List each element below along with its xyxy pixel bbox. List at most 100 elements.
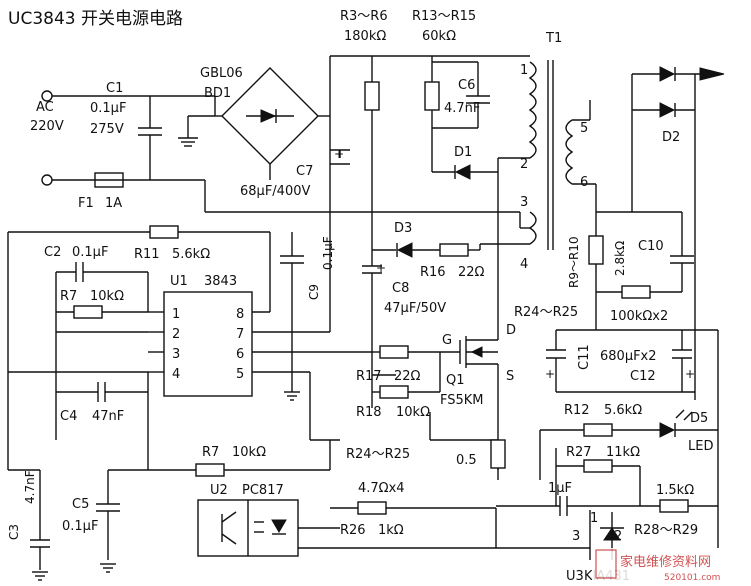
c3-value: 4.7nF	[23, 470, 37, 504]
r7-value: 10kΩ	[90, 289, 124, 304]
c6-value: 4.7nF	[444, 101, 480, 116]
u3-pin2: 2	[614, 529, 622, 544]
r12-label: R12	[564, 403, 590, 418]
t1-pin1: 1	[520, 63, 528, 78]
snubber-network: R13～R15 60kΩ C6 4.7nF D1	[412, 9, 498, 180]
r11-value: 5.6kΩ	[172, 247, 210, 262]
r17-value: 22Ω	[394, 369, 421, 384]
c3-label: C3	[7, 524, 21, 540]
c1-value: 0.1μF	[90, 101, 126, 116]
r27-label: R27	[566, 445, 592, 460]
r26-value: 1kΩ	[378, 523, 404, 538]
ic-peripheral-left: C2 0.1μF R11 5.6kΩ R7 10kΩ C4 47nF	[7, 225, 271, 470]
r7b-value: 10kΩ	[232, 445, 266, 460]
output-diodes-d2: D2	[595, 66, 725, 400]
r28-r29-label: R28～R29	[634, 523, 698, 538]
ac-label: AC	[36, 100, 54, 115]
f1-value: 1A	[105, 196, 122, 211]
r12-value: 5.6kΩ	[604, 403, 642, 418]
u1-pin4: 4	[172, 367, 180, 382]
f1-label: F1	[78, 196, 94, 211]
optocoupler-section: R7 10kΩ C5 0.1μF U2 PC817 R26 1kΩ	[62, 440, 590, 560]
r17-label: R17	[356, 369, 382, 384]
t1-label: T1	[545, 31, 562, 46]
r9-r10-label: R9～R10	[567, 236, 581, 288]
r-1-5k-label: 1.5kΩ	[656, 483, 694, 498]
c4-value: 47nF	[92, 409, 124, 424]
c7-label: C7	[296, 164, 313, 179]
u3-pin1: 1	[590, 511, 598, 526]
bridge-part-label: GBL06	[200, 66, 243, 81]
svg-text:+: +	[685, 367, 695, 381]
hv-rail: + C7 68μF/400V	[240, 55, 530, 212]
r18-value: 10kΩ	[396, 405, 430, 420]
c8-label: C8	[392, 281, 409, 296]
u1-part: 3843	[204, 274, 237, 289]
c10-label: C10	[638, 239, 664, 254]
c11-c12-value: 680μFx2	[600, 349, 657, 364]
t1-pin3: 3	[520, 195, 528, 210]
c2-label: C2	[44, 245, 61, 260]
d1-label: D1	[454, 145, 472, 160]
capacitor-c3-ground: C3 4.7nF	[7, 352, 116, 581]
r26-label: R26	[340, 523, 366, 538]
q1-label: Q1	[446, 373, 465, 388]
svg-text:+: +	[545, 367, 555, 381]
bridge-ref-label: BD1	[204, 86, 231, 101]
c2-value: 0.1μF	[72, 245, 108, 260]
d5-type: LED	[688, 439, 713, 454]
cap-1u-label: 1μF	[548, 481, 572, 496]
t1-pin4: 4	[520, 257, 528, 272]
r3-r6-value: 180kΩ	[344, 29, 386, 44]
t1-pin5: 5	[580, 121, 588, 136]
source-label: S	[506, 369, 514, 384]
r24-r25-label-top: R24～R25	[514, 305, 578, 320]
ac-input: AC 220V	[30, 90, 215, 186]
aux-supply: + D3 R16 22Ω C8 47μF/50V	[330, 211, 521, 376]
gate-drive: R17 22Ω R18 10kΩ G D S Q1 FS5KM R24～R25	[329, 212, 578, 440]
c6-label: C6	[458, 78, 475, 93]
u1-pin8: 8	[236, 307, 244, 322]
r18-label: R18	[356, 405, 382, 420]
u1-pin3: 3	[172, 347, 180, 362]
c9-label: C9	[307, 284, 321, 300]
c9-value: 0.1μF	[321, 236, 335, 270]
c7-value: 68μF/400V	[240, 184, 310, 199]
capacitor-c1: C1 0.1μF 275V	[90, 81, 162, 180]
c8-value: 47μF/50V	[384, 301, 446, 316]
r16-value: 22Ω	[458, 265, 485, 280]
r11-label: R11	[134, 247, 160, 262]
u2-part: PC817	[242, 483, 284, 498]
c4-label: C4	[60, 409, 77, 424]
transformer-t1: T1 1 2 3 4 5 6	[480, 31, 596, 340]
watermark: 家电维修资料网 520101.com	[592, 548, 747, 583]
r-0-5-label: 0.5	[456, 453, 477, 468]
watermark-site: 520101.com	[664, 573, 720, 583]
c5-value: 0.1μF	[62, 519, 98, 534]
output-capacitors: + + C11 680μFx2 C12	[545, 329, 719, 548]
d3-label: D3	[394, 221, 412, 236]
u3-pin3: 3	[572, 529, 580, 544]
u1-pin2: 2	[172, 327, 180, 342]
t1-pin6: 6	[580, 175, 588, 190]
r27-value: 11kΩ	[606, 445, 640, 460]
r24-r25-value: 4.7Ωx4	[358, 481, 405, 496]
c5-label: C5	[72, 497, 89, 512]
current-sense: R24～R25 0.5 4.7Ωx4	[309, 372, 506, 496]
controller-ic-u1: U1 3843 1 2 3 4 8 7 6 5	[148, 274, 372, 397]
r13-r15-label: R13～R15	[412, 9, 476, 24]
u1-pin1: 1	[172, 307, 180, 322]
u1-pin7: 7	[236, 327, 244, 342]
d5-label: D5	[690, 411, 708, 426]
c1-label: C1	[106, 81, 123, 96]
r16-label: R16	[420, 265, 446, 280]
r7-label: R7	[60, 289, 77, 304]
c11-label: C11	[577, 344, 592, 370]
r3-r6-label: R3～R6	[340, 9, 388, 24]
u1-label: U1	[170, 274, 188, 289]
u1-pin6: 6	[236, 347, 244, 362]
bridge-rectifier-bd1: GBL06 BD1	[178, 66, 330, 213]
watermark-brand: 家电维修资料网	[620, 554, 711, 570]
